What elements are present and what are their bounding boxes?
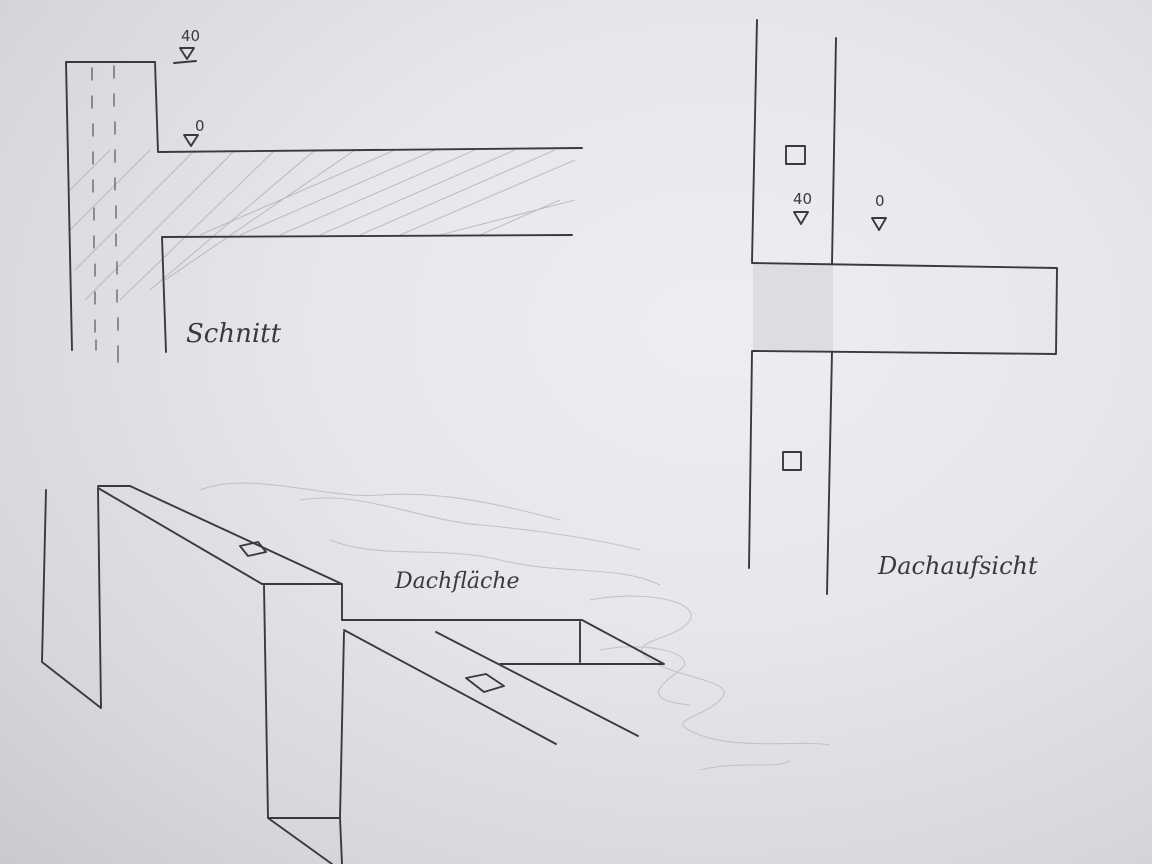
plan-wall-left: [748, 19, 758, 569]
axo-opening-lower-wall: [465, 673, 505, 693]
level-label-floor: 0: [195, 117, 205, 135]
axo-left-wall: [41, 487, 102, 709]
plan-intersection-shade: [753, 264, 833, 352]
level-label-top: 40: [181, 27, 200, 45]
section-wall-dashed-right: [113, 65, 119, 363]
axo-opening-upper-wall: [239, 541, 267, 557]
axo-upper-wall-top: [97, 485, 343, 621]
plan-level-label-roof: 0: [875, 192, 885, 210]
axo-lower-wall-top: [341, 619, 665, 745]
level-triangle-top: [173, 47, 197, 64]
plan-opening-upper: [785, 145, 806, 165]
roof-surface-scribble: [199, 482, 831, 771]
plan-wall-right: [826, 37, 837, 595]
level-triangle-floor: [183, 134, 199, 147]
axonometric-drawing: Dachfläche: [41, 482, 831, 864]
plan-roof-wing: [751, 262, 1058, 355]
roof-plan-label: Dachaufsicht: [877, 552, 1038, 580]
roof-plan-drawing: 40 0 Dachaufsicht: [748, 19, 1058, 595]
plan-level-label-wall: 40: [793, 190, 812, 208]
section-hatching: [69, 149, 576, 301]
section-wall-dashed-left: [91, 67, 97, 351]
section-label: Schnitt: [186, 319, 282, 349]
plan-level-triangle-roof: [871, 217, 887, 231]
section-slab-underside: [161, 234, 573, 353]
section-drawing: 40 0 Schnitt: [65, 27, 583, 363]
plan-opening-lower: [782, 451, 802, 471]
axo-front-pier: [263, 585, 345, 864]
plan-level-triangle-wall: [793, 211, 809, 225]
roof-surface-label: Dachfläche: [394, 569, 520, 594]
section-wall-outline: [65, 61, 583, 351]
